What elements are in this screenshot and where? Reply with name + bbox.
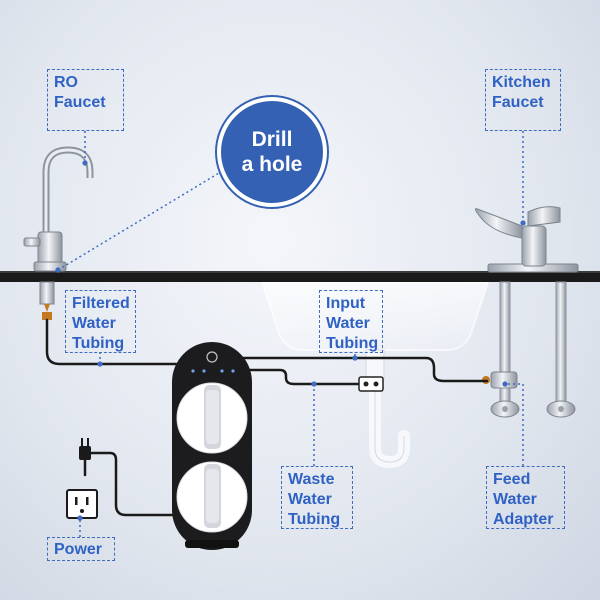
drain-clamp [358, 376, 384, 392]
label-power: Power [47, 537, 115, 561]
label-waste-water-tubing: Waste Water Tubing [281, 466, 353, 529]
ro-faucet [23, 146, 94, 320]
drill-hole-text: Drill a hole [241, 128, 303, 176]
countertop [0, 271, 600, 282]
ro-unit [172, 342, 252, 550]
leader-dots [55, 160, 526, 521]
label-feed-water-adapter: Feed Water Adapter [486, 466, 565, 529]
label-kitchen-faucet: Kitchen Faucet [485, 69, 561, 131]
leader-lines [57, 131, 524, 537]
power-outlet [66, 438, 98, 519]
label-filtered-water-tubing: Filtered Water Tubing [65, 290, 136, 353]
drill-hole-callout: Drill a hole [217, 97, 327, 207]
kitchen-faucet [474, 206, 579, 418]
label-ro-faucet: RO Faucet [47, 69, 124, 131]
label-input-water-tubing: Input Water Tubing [319, 290, 383, 353]
drain-trap [369, 374, 410, 469]
